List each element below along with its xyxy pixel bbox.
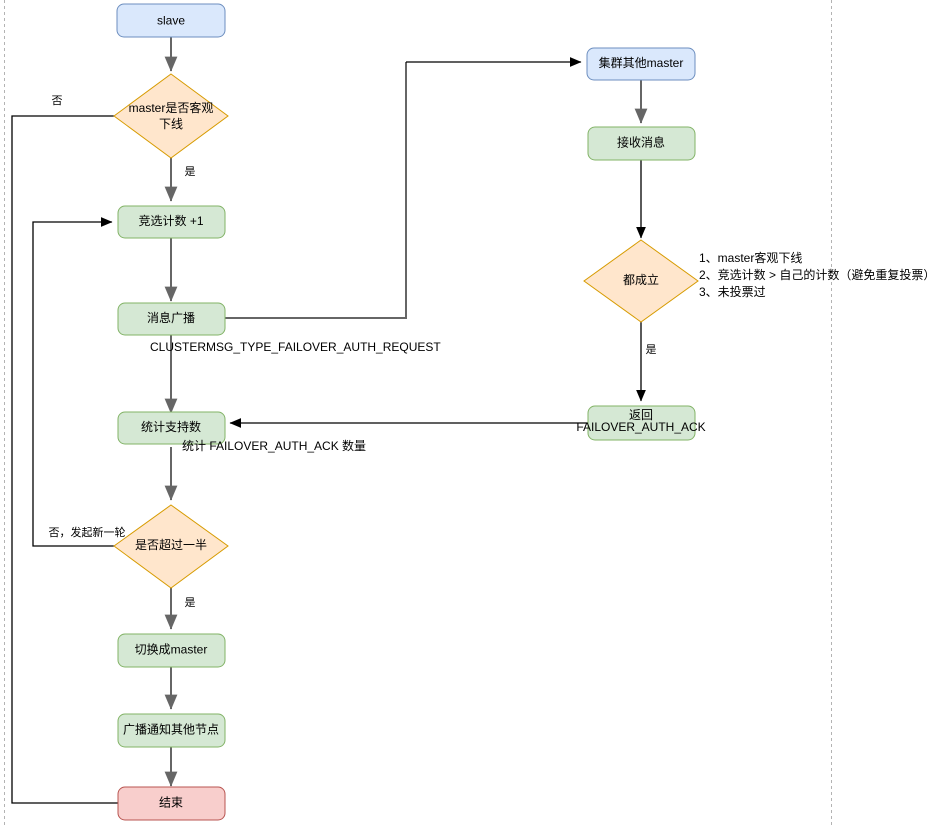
node-count-support[interactable]: 统计支持数: [117, 411, 226, 445]
edge-master-down-no-to-end: [11, 115, 147, 808]
node-return-ack[interactable]: 返回: [587, 405, 696, 441]
node-broadcast-label: 消息广播: [147, 310, 195, 325]
node-other-masters-shape: [586, 47, 696, 81]
node-end-shape: [117, 786, 226, 821]
edge-broadcast-to-other-masters-segment: [225, 62, 407, 319]
node-receive-msg-shape: [587, 126, 696, 161]
annotation-cond-2: 2、竞选计数 > 自己的计数（避免重复投票）: [699, 267, 931, 282]
node-switch-master[interactable]: 切换成master: [117, 633, 226, 668]
edge-label-yes-1: 是: [185, 165, 196, 178]
node-receive-msg[interactable]: 接收消息: [587, 126, 696, 161]
annotation-ack-msg: FAILOVER_AUTH_ACK: [576, 420, 705, 434]
node-end[interactable]: 结束: [117, 786, 226, 821]
node-over-half-label: 是否超过一半: [135, 537, 207, 552]
node-master-down-label: master是否客观: [129, 100, 214, 115]
edge-label-no-new-round: 否，发起新一轮: [49, 525, 126, 539]
node-slave[interactable]: slave: [116, 3, 226, 38]
node-receive-msg-label: 接收消息: [617, 135, 665, 150]
node-epoch-inc-label: 竞选计数 +1: [138, 213, 203, 228]
node-master-down-shape: [113, 73, 229, 159]
node-slave-shape: [116, 3, 226, 38]
node-all-true-shape: [583, 239, 699, 323]
node-notify-others-shape: [117, 713, 226, 748]
node-slave-label: slave: [157, 14, 185, 28]
node-other-masters-label: 集群其他master: [599, 55, 684, 70]
node-epoch-inc[interactable]: 竞选计数 +1: [117, 205, 226, 239]
node-switch-master-label: 切换成master: [135, 643, 208, 657]
edge-label-yes-2: 是: [185, 596, 196, 609]
node-over-half-shape: [113, 504, 229, 589]
node-all-true-label: 都成立: [623, 272, 659, 287]
node-end-label: 结束: [159, 796, 183, 810]
node-switch-master-shape: [117, 633, 226, 668]
node-count-support-shape: [117, 411, 226, 445]
node-epoch-inc-shape: [117, 205, 226, 239]
node-return-ack-shape: [587, 405, 696, 441]
edge-over-half-no-to-epoch-inc: [32, 217, 114, 547]
annotation-count-ack: 统计 FAILOVER_AUTH_ACK 数量: [182, 438, 366, 453]
node-notify-others-label: 广播通知其他节点: [123, 723, 219, 737]
annotation-cond-3: 3、未投票过: [699, 284, 766, 299]
node-broadcast[interactable]: 消息广播: [117, 302, 226, 336]
node-all-true[interactable]: 都成立: [583, 239, 699, 323]
node-broadcast-shape: [117, 302, 226, 336]
annotation-cond-1: 1、master客观下线: [699, 250, 802, 265]
edge-label-yes-3: 是: [646, 343, 657, 356]
edge-label-no-1: 否: [52, 95, 63, 107]
node-master-down[interactable]: master是否客观 下线: [113, 73, 229, 159]
node-count-support-label: 统计支持数: [141, 419, 201, 434]
node-master-down-label-line2: 下线: [159, 117, 183, 131]
node-notify-others[interactable]: 广播通知其他节点: [117, 713, 226, 748]
node-return-ack-label: 返回: [629, 408, 653, 422]
annotation-request-msg: CLUSTERMSG_TYPE_FAILOVER_AUTH_REQUEST: [150, 340, 441, 354]
node-other-masters[interactable]: 集群其他master: [586, 47, 696, 81]
node-over-half[interactable]: 是否超过一半: [113, 504, 229, 589]
